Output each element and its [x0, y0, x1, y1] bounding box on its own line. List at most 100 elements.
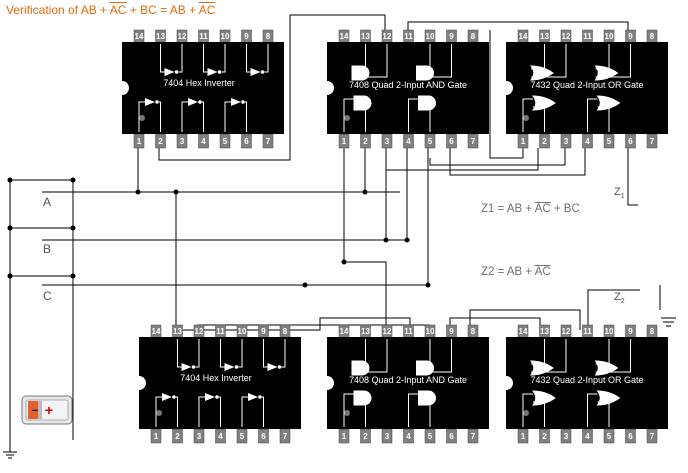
and-gate-bot-and_bottom-1: [418, 390, 436, 406]
wire-32: [449, 317, 541, 330]
junction-dot-3: [70, 225, 76, 231]
pin-label-or_bottom-13: 13: [540, 327, 549, 336]
pin-label-inverter_bottom-6: 6: [261, 432, 266, 441]
junction-dot-6: [135, 189, 141, 195]
and-gate-top-and_bottom-1: [416, 360, 434, 376]
pin-label-or_top-10: 10: [605, 32, 614, 41]
chip-notch-or_bottom: [506, 376, 513, 390]
inv-wire-top-1: [220, 339, 225, 368]
pin-label-inverter_bottom-9: 9: [261, 327, 266, 336]
chip-internals-inverter_bottom: [155, 339, 286, 427]
pin-label-or_top-11: 11: [583, 32, 592, 41]
chip-label-inverter_bottom: 7404 Hex Inverter: [180, 373, 252, 383]
inv-out-top-0: [195, 339, 200, 368]
wire-17: [158, 14, 386, 161]
inverter-gate-bot-inverter_top-1-bubble: [198, 100, 202, 104]
chip-pin1-dot-inverter_bottom: [156, 410, 162, 416]
pin-label-inverter_bottom-14: 14: [152, 327, 161, 336]
pin-label-and_top-2: 2: [363, 137, 368, 146]
pin-label-and_bottom-2: 2: [363, 432, 368, 441]
pin-label-inverter_top-6: 6: [244, 137, 249, 146]
chip-label-and_top: 7408 Quad 2-Input AND Gate: [349, 80, 467, 90]
equation-z1: Z1 = AB + AC + BC: [481, 203, 580, 215]
pin-label-inverter_top-4: 4: [201, 137, 206, 146]
pin-label-and_bottom-6: 6: [449, 432, 454, 441]
wire-27: [449, 148, 586, 176]
and-gate-bot-and_top-0: [353, 95, 372, 111]
inv-wire-top-1: [203, 44, 208, 73]
pin-label-and_top-11: 11: [404, 32, 413, 41]
pin-label-inverter_top-12: 12: [178, 32, 187, 41]
junction-dot-0: [7, 177, 13, 183]
eq-z2-prefix: Z2 = AB +: [481, 266, 535, 278]
wire-29: [627, 148, 638, 206]
title-overline-2: AC: [198, 3, 216, 17]
output-label-z1: Z1: [614, 186, 625, 200]
and-gate-top-and_bottom-0: [351, 360, 370, 376]
pin-label-or_top-8: 8: [650, 32, 655, 41]
pin-label-and_bottom-14: 14: [340, 327, 349, 336]
pin-label-inverter_bottom-8: 8: [283, 327, 288, 336]
chip-label-and_bottom: 7408 Quad 2-Input AND Gate: [349, 375, 467, 385]
chip-pin1-dot-or_bottom: [523, 410, 529, 416]
inv-out-bot-2: [262, 396, 264, 427]
inverter-gate-bot-inverter_top-0: [145, 98, 155, 106]
junction-dot-9: [383, 237, 389, 243]
inv-out-bot-1: [202, 101, 204, 132]
pin-label-inverter_top-5: 5: [223, 137, 228, 146]
chip-pin1-dot-and_bottom: [344, 410, 350, 416]
pin-label-inverter_bottom-3: 3: [197, 432, 202, 441]
and-gate-bot-and_top-1: [418, 95, 436, 111]
pin-label-or_bottom-8: 8: [650, 327, 655, 336]
equation-z2: Z2 = AB + AC: [481, 266, 551, 278]
chip-notch-inverter_top: [122, 81, 129, 95]
pin-label-inverter_top-10: 10: [221, 32, 230, 41]
pin-label-or_top-4: 4: [585, 137, 590, 146]
pin-label-inverter_bottom-1: 1: [154, 432, 159, 441]
pin-label-inverter_bottom-4: 4: [218, 432, 223, 441]
eq-z1-suffix: + BC: [550, 203, 580, 215]
pin-label-and_top-13: 13: [361, 32, 370, 41]
inverter-gate-top-inverter_bottom-2-bubble: [277, 365, 282, 369]
wire-28: [489, 30, 524, 159]
inv-wire-top-0: [160, 44, 165, 73]
pin-label-or_bottom-1: 1: [521, 432, 526, 441]
inverter-gate-bot-inverter_top-2: [231, 98, 241, 106]
inv-out-top-1: [238, 339, 243, 368]
inv-wire-top-2: [246, 44, 251, 73]
pin-label-or_top-14: 14: [519, 32, 528, 41]
input-label-c: C: [43, 289, 52, 303]
inverter-gate-top-inverter_top-1-bubble: [217, 70, 222, 74]
pin-label-inverter_bottom-12: 12: [195, 327, 204, 336]
inverter-gate-top-inverter_bottom-0-bubble: [191, 365, 196, 369]
pin-label-or_bottom-9: 9: [628, 327, 633, 336]
eq-z1-prefix: Z1 = AB +: [481, 203, 535, 215]
pin-label-and_bottom-7: 7: [471, 432, 476, 441]
pin-label-and_top-10: 10: [426, 32, 435, 41]
pin-label-and_top-1: 1: [342, 137, 347, 146]
inverter-gate-top-inverter_top-2-bubble: [260, 70, 265, 74]
chip-label-or_bottom: 7432 Quad 2-Input OR Gate: [530, 375, 643, 385]
inv-out-bot-0: [176, 396, 178, 427]
pin-label-inverter_bottom-2: 2: [175, 432, 180, 441]
inverter-gate-bot-inverter_top-0-bubble: [155, 100, 159, 104]
eq-z2-bar: AC: [534, 266, 551, 278]
and-gate-top-and_top-0: [351, 65, 370, 81]
pin-label-inverter_top-11: 11: [199, 32, 208, 41]
inverter-gate-bot-inverter_bottom-1: [205, 393, 215, 401]
pin-label-and_top-9: 9: [449, 32, 454, 41]
title-overline-1: AC: [109, 3, 127, 17]
pin-label-or_bottom-11: 11: [583, 327, 592, 336]
inverter-gate-bot-inverter_bottom-0: [162, 393, 172, 401]
pin-label-or_bottom-6: 6: [628, 432, 633, 441]
pin-label-inverter_top-8: 8: [266, 32, 271, 41]
chip-pin1-dot-inverter_top: [139, 115, 145, 121]
or-gate-bot-or_top-1: [596, 95, 621, 111]
inverter-gate-top-inverter_bottom-1: [224, 363, 235, 371]
inv-out-bot-2: [245, 101, 247, 132]
pin-label-and_bottom-9: 9: [449, 327, 454, 336]
battery[interactable]: − +: [21, 395, 73, 425]
or-gate-bot-or_bottom-0: [531, 390, 556, 406]
